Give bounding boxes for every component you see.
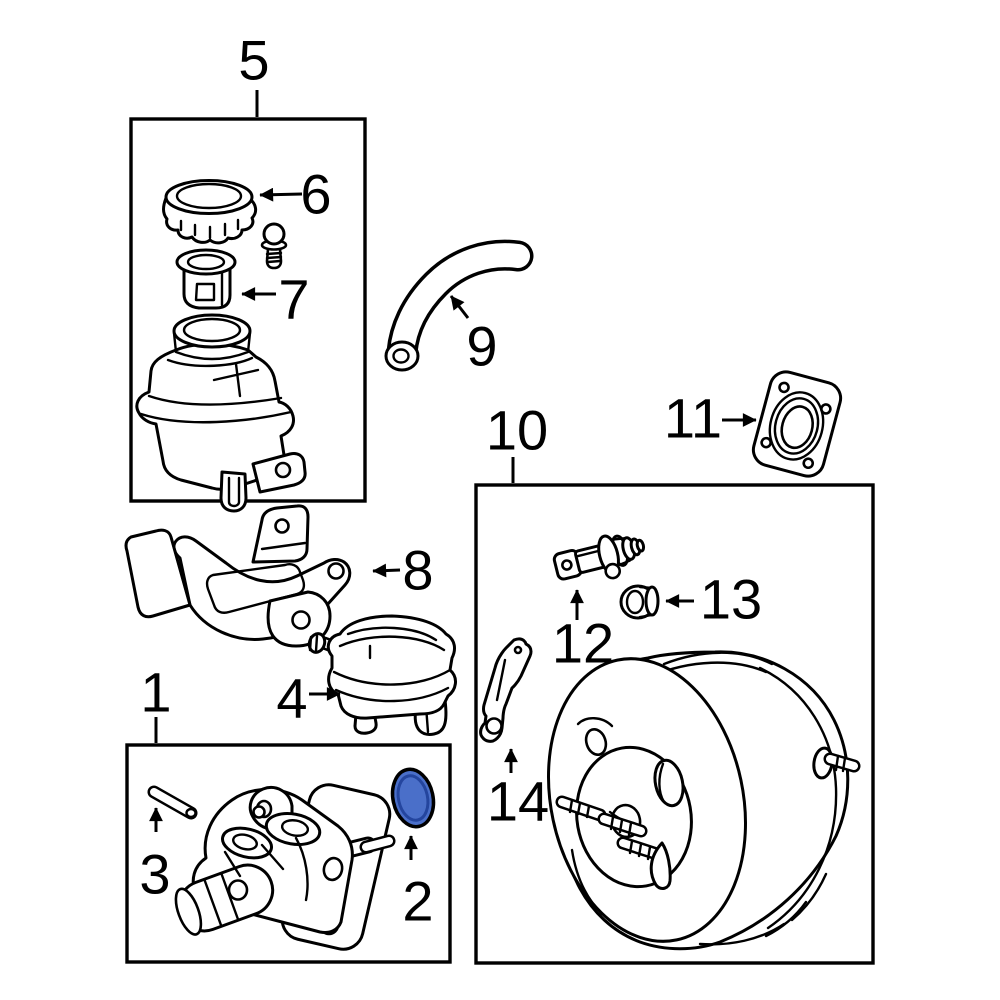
valve-grommet (619, 584, 660, 620)
callout-2: 2 (402, 870, 433, 933)
vacuum-tank (307, 614, 457, 736)
callout-8: 8 (402, 539, 433, 602)
pin (147, 785, 198, 820)
callout-14: 14 (487, 770, 549, 833)
callout-3: 3 (139, 843, 170, 906)
booster-face-ring (575, 745, 693, 889)
callout-10: 10 (486, 399, 548, 462)
group-box-1 (125, 743, 452, 964)
mounting-bracket (124, 504, 352, 648)
callout-7: 7 (278, 268, 309, 331)
callout-9-arrow (449, 295, 470, 319)
callout-6-arrow (259, 187, 303, 202)
booster-bracket (479, 637, 533, 743)
vacuum-hose (384, 239, 534, 372)
master-cylinder (174, 783, 396, 951)
callout-12: 12 (552, 612, 614, 675)
reservoir-cap (162, 179, 258, 245)
reservoir-grommet (175, 248, 237, 310)
callout-11: 11 (664, 387, 722, 450)
callout-5: 5 (238, 29, 269, 92)
group-box-10 (474, 483, 875, 965)
callout-1: 1 (140, 661, 171, 724)
reservoir-bolt (260, 222, 288, 270)
o-ring-highlighted (390, 767, 436, 829)
o-ring-inner (396, 774, 430, 822)
brake-booster (547, 650, 861, 951)
callout-9: 9 (466, 315, 497, 378)
brake-fluid-reservoir (135, 313, 307, 513)
booster-face-crescent (649, 841, 672, 890)
check-valve (552, 534, 646, 581)
group-box-5 (129, 117, 367, 503)
callout-8-arrow (372, 563, 401, 578)
booster-gasket (751, 370, 843, 478)
callout-4: 4 (276, 667, 307, 730)
callout-6: 6 (300, 163, 331, 226)
callout-13: 13 (700, 568, 762, 631)
booster-face-hole (584, 727, 608, 757)
